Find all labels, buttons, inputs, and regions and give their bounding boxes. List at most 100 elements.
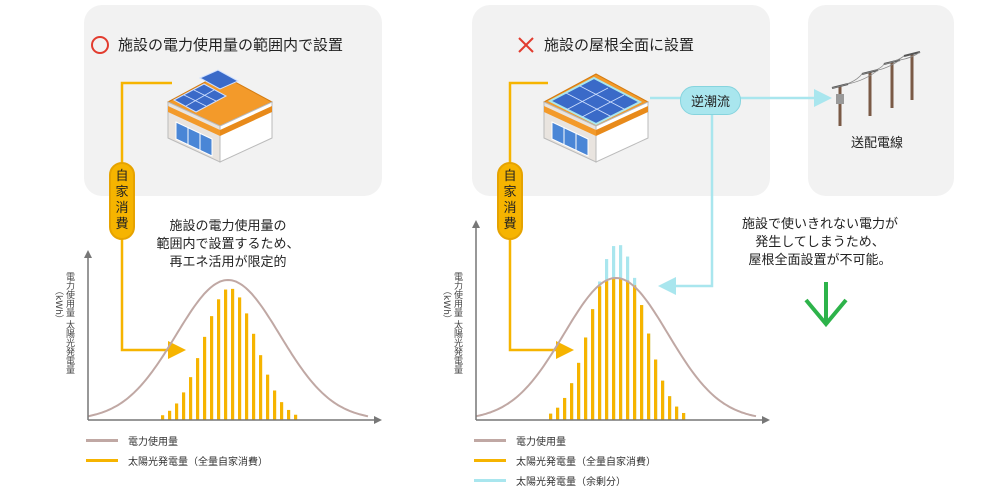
right-title-text: 施設の屋根全面に設置 xyxy=(544,36,695,54)
note-line: 再エネ活用が限定的 xyxy=(169,255,287,270)
note-line: 範囲内で設置するため、 xyxy=(156,237,300,252)
solar-self-stripe xyxy=(196,358,200,420)
badge-char: 消 xyxy=(115,201,129,216)
usage-curve xyxy=(475,276,757,418)
badge-char: 家 xyxy=(503,185,517,200)
solar-self-stripe xyxy=(661,380,665,420)
building-with-full-solar-icon xyxy=(542,73,650,163)
legend-swatch-solar-surplus xyxy=(474,478,506,482)
solar-self-stripe xyxy=(640,305,644,420)
note-line: 施設で使いきれない電力が xyxy=(741,217,898,232)
solar-self-stripe xyxy=(294,414,298,420)
ylabel-line: （kWh） xyxy=(53,286,63,324)
solar-self-stripe xyxy=(626,280,630,420)
legend-label: 電力使用量 xyxy=(516,436,566,448)
solar-self-stripe xyxy=(591,309,595,420)
note-line: 屋根全面設置が不可能。 xyxy=(748,253,892,268)
cross-ng-icon xyxy=(518,36,534,53)
legend-swatch-usage xyxy=(474,438,506,442)
circle-ok-icon xyxy=(91,35,109,54)
solar-self-stripe xyxy=(612,278,616,420)
badge-char: 自 xyxy=(503,169,517,184)
solar-self-stripe xyxy=(238,297,242,420)
power-line-icon xyxy=(831,51,921,126)
solar-self-stripe xyxy=(273,390,277,420)
badge-char: 費 xyxy=(115,217,129,232)
left-note: 施設の電力使用量の 範囲内で設置するため、 再エネ活用が限定的 xyxy=(148,218,308,272)
solar-self-stripe xyxy=(556,407,560,420)
solar-self-stripe xyxy=(598,286,602,420)
left-chart xyxy=(84,250,382,424)
legend-item: 電力使用量 xyxy=(474,432,656,448)
ylabel-line: 電力使用量 xyxy=(64,272,74,317)
solar-self-stripe xyxy=(280,402,284,420)
solar-self-stripe xyxy=(210,316,214,420)
legend-swatch-solar-self xyxy=(474,458,506,462)
ylabel-line: 太陽光発電量 xyxy=(452,319,462,374)
solar-self-stripe xyxy=(168,410,172,420)
solar-self-stripe xyxy=(224,289,228,420)
legend-label: 太陽光発電量（余剰分） xyxy=(516,476,626,488)
solar-self-stripe xyxy=(231,288,235,420)
left-title-text: 施設の電力使用量の範囲内で設置 xyxy=(118,36,344,54)
right-note: 施設で使いきれない電力が 発生してしまうため、 屋根全面設置が不可能。 xyxy=(715,216,925,270)
solar-self-stripe xyxy=(563,397,567,420)
legend-item: 太陽光発電量（全量自家消費） xyxy=(474,452,656,468)
solar-self-stripe xyxy=(682,412,686,420)
ylabel-line: 電力使用量 xyxy=(452,272,462,317)
legend-label: 太陽光発電量（全量自家消費） xyxy=(516,456,656,468)
right-chart xyxy=(472,220,770,424)
solar-self-stripe xyxy=(287,409,291,420)
solar-self-stripe xyxy=(577,362,581,420)
ylabel-line: （kWh） xyxy=(441,286,451,324)
legend-label: 太陽光発電量（全量自家消費） xyxy=(128,456,268,468)
note-line: 発生してしまうため、 xyxy=(755,235,885,250)
y-axis-arrow xyxy=(472,220,480,228)
solar-self-stripe xyxy=(549,413,553,420)
solar-self-stripe xyxy=(619,278,623,420)
solar-self-stripe xyxy=(259,355,263,420)
ylabel-line: 太陽光発電量 xyxy=(64,319,74,374)
badge-char: 家 xyxy=(115,185,129,200)
solar-self-stripe xyxy=(647,333,651,420)
badge-char: 費 xyxy=(503,217,517,232)
solar-self-stripe xyxy=(217,299,221,420)
solar-self-stripe xyxy=(675,406,679,420)
left-y-axis-label: 電力使用量 太陽光発電量 （kWh） xyxy=(52,272,74,392)
solar-self-stripe xyxy=(668,396,672,420)
power-line-label: 送配電線 xyxy=(851,136,904,151)
x-axis-arrow xyxy=(374,416,382,424)
left-title: 施設の電力使用量の範囲内で設置 xyxy=(90,34,343,55)
legend-swatch-usage xyxy=(86,438,118,442)
x-axis-arrow xyxy=(762,416,770,424)
note-line: 施設の電力使用量の xyxy=(169,219,287,234)
legend-item: 電力使用量 xyxy=(86,432,268,448)
power-line-panel xyxy=(808,5,954,196)
solar-self-stripe xyxy=(245,313,249,420)
solar-self-stripe xyxy=(189,377,193,420)
right-y-axis-label: 電力使用量 太陽光発電量 （kWh） xyxy=(440,272,462,392)
solar-self-stripe xyxy=(175,403,179,420)
reverse-flow-label: 逆潮流 xyxy=(680,86,742,115)
legend-item: 太陽光発電量（全量自家消費） xyxy=(86,452,268,468)
solar-self-stripe xyxy=(654,359,658,420)
legend-swatch-solar xyxy=(86,458,118,462)
building-with-partial-solar-icon xyxy=(166,69,274,163)
solar-self-stripe xyxy=(584,337,588,420)
right-title: 施設の屋根全面に設置 xyxy=(516,34,694,55)
solar-self-stripe xyxy=(266,374,270,420)
left-self-consumption-badge: 自 家 消 費 xyxy=(109,162,135,240)
y-axis-arrow xyxy=(84,250,92,258)
legend-item: 太陽光発電量（余剰分） xyxy=(474,472,656,488)
left-legend: 電力使用量 太陽光発電量（全量自家消費） xyxy=(86,432,268,472)
solar-self-stripe xyxy=(570,383,574,420)
solar-self-stripe xyxy=(203,336,207,420)
legend-label: 電力使用量 xyxy=(128,436,178,448)
badge-char: 消 xyxy=(503,201,517,216)
solar-self-stripe xyxy=(182,392,186,420)
badge-char: 自 xyxy=(115,169,129,184)
right-self-consumption-badge: 自 家 消 費 xyxy=(497,162,523,240)
right-legend: 電力使用量 太陽光発電量（全量自家消費） 太陽光発電量（余剰分） xyxy=(474,432,656,492)
solar-self-stripe xyxy=(252,333,256,420)
